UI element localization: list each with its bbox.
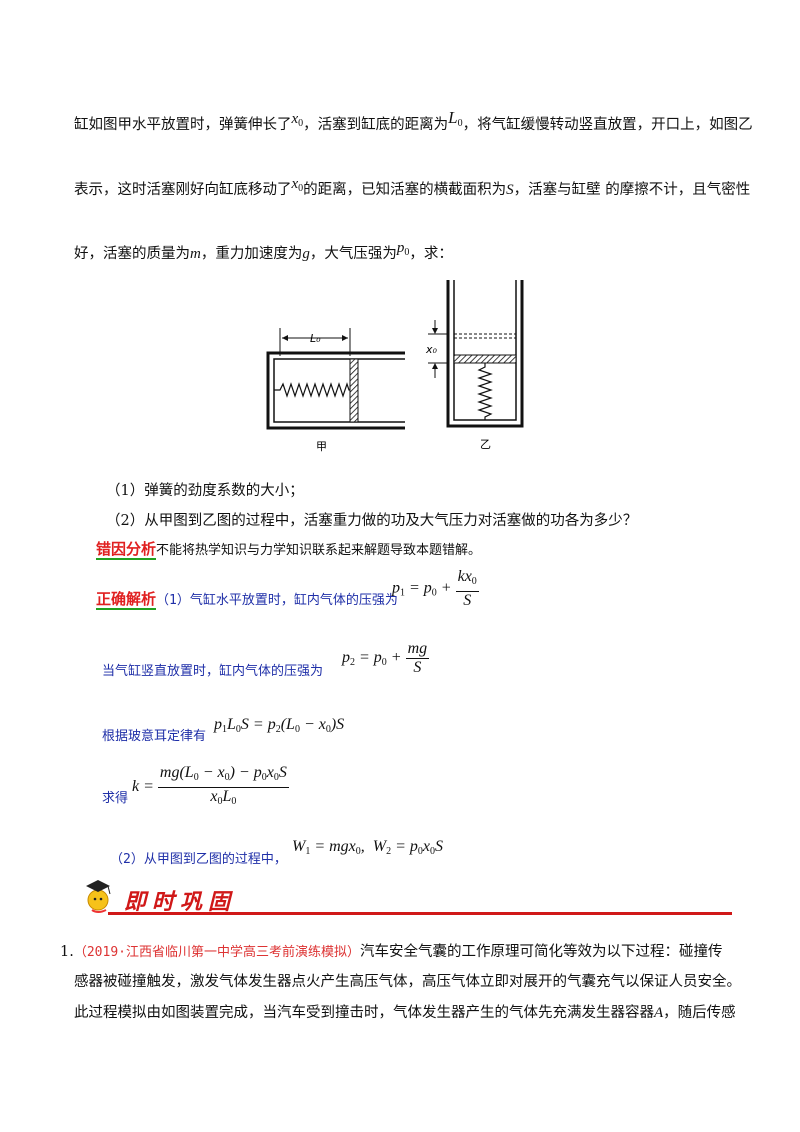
intro-line-2: 表示，这时活塞刚好向缸底移动了x0的距离，已知活塞的横截面积为S，活塞与缸壁 的… — [74, 176, 751, 198]
formula-boyle: p1L0S = p2(L0 − x0)S — [214, 716, 345, 735]
banner-underline — [108, 912, 732, 915]
solution-line-1: 正确解析（1）气缸水平放置时，缸内气体的压强为 — [96, 590, 398, 610]
problem-1-number: 1. — [60, 944, 74, 960]
question-1: （1）弹簧的劲度系数的大小； — [106, 483, 304, 499]
consolidate-title: 即时巩固 — [124, 890, 237, 915]
question-2: （2）从甲图到乙图的过程中，活塞重力做的功及大气压力对活塞做的功各为多少？ — [106, 513, 638, 529]
var-S: S — [506, 182, 514, 198]
spring-vertical — [477, 363, 493, 420]
piston-horizontal — [349, 358, 359, 423]
error-analysis: 错因分析不能将热学知识与力学知识联系起来解题导致本题错解。 — [96, 538, 482, 560]
figure-yi: x₀ 乙 — [425, 280, 524, 451]
formula-work: W1 = mgx0, W2 = p0x0S — [292, 838, 444, 857]
solution-line-5: （2）从甲图到乙图的过程中， — [110, 852, 287, 867]
error-analysis-tag: 错因分析 — [96, 540, 157, 560]
spring-horizontal — [274, 382, 352, 398]
dim-x0-label: x₀ — [425, 343, 438, 356]
var-x0: x0 — [291, 111, 304, 129]
var-p0: p0 — [396, 240, 410, 258]
var-m: m — [190, 246, 201, 262]
problem-1-line-1: 1.（2019·江西省临川第一中学高三考前演练模拟）汽车安全气囊的工作原理可简化… — [60, 944, 723, 960]
graduate-mascot-icon — [86, 880, 111, 913]
dim-L0-label: L₀ — [310, 332, 321, 345]
consolidate-banner: 即时巩固 — [72, 880, 732, 918]
solution-line-2: 当气缸竖直放置时，缸内气体的压强为 — [102, 664, 324, 679]
solution-tag: 正确解析 — [96, 590, 157, 610]
problem-1-line-2: 感器被碰撞触发，激发气体发生器点火产生高压气体，高压气体立即对展开的气囊充气以保… — [74, 974, 741, 990]
figure-label-jia: 甲 — [316, 440, 327, 453]
solution-line-3: 根据玻意耳定律有 — [102, 729, 207, 744]
error-analysis-text: 不能将热学知识与力学知识联系起来解题导致本题错解。 — [156, 543, 482, 558]
problem-1-source: （2019·江西省临川第一中学高三考前演练模拟） — [73, 945, 360, 960]
solution-line-4: 求得 — [102, 791, 129, 806]
var-g: g — [302, 246, 310, 262]
figure-label-yi: 乙 — [480, 438, 491, 451]
intro-line-1: 缸如图甲水平放置时，弹簧伸长了x0，活塞到缸底的距离为L0，将气缸缓慢转动竖直放… — [74, 108, 753, 133]
piston-vertical — [453, 354, 517, 364]
intro-line-3: 好，活塞的质量为m，重力加速度为g，大气压强为p0，求： — [74, 240, 453, 262]
var-L0: L0 — [448, 108, 463, 129]
cylinder-figure: L₀ 甲 x₀ 乙 — [266, 280, 524, 453]
figure-jia: L₀ 甲 — [266, 328, 405, 453]
problem-1-line-3: 此过程模拟由如图装置完成，当汽车受到撞击时，气体发生器产生的气体先充满发生器容器… — [74, 1005, 736, 1021]
var-A: A — [654, 1005, 664, 1021]
var-x0: x0 — [291, 176, 304, 194]
